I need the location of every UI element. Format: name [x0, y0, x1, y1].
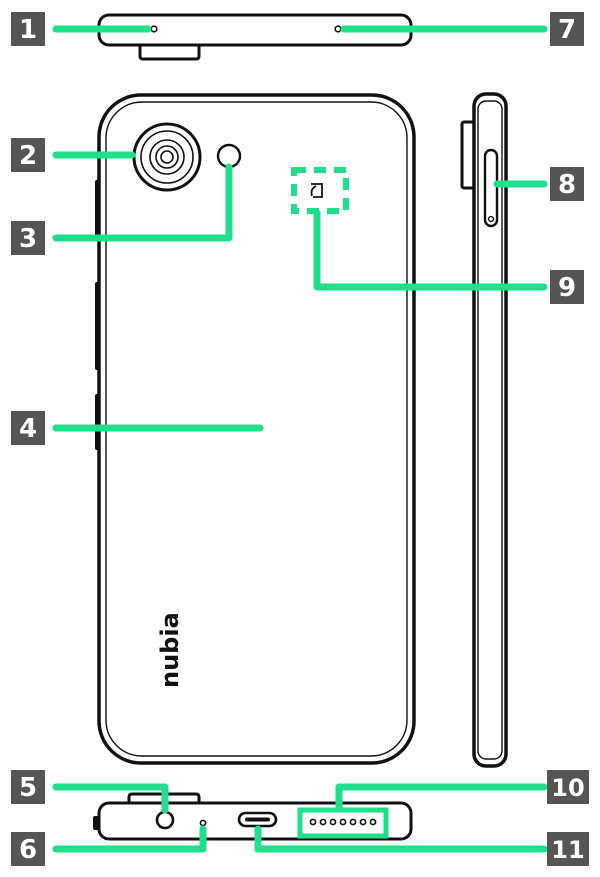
leader-5: [52, 783, 169, 814]
callout-badge-2: 2: [11, 138, 45, 172]
svg-text:3: 3: [19, 224, 37, 254]
svg-text:1: 1: [19, 15, 37, 45]
sim-card-tray: [483, 148, 499, 228]
brand-logo: nubia: [156, 612, 184, 688]
callout-badge-3: 3: [11, 221, 45, 255]
callout-badge-5: 5: [11, 770, 45, 804]
callout-badge-1: 1: [11, 12, 45, 46]
side-edge-view: [460, 92, 508, 768]
callout-badge-11: 11: [547, 832, 589, 866]
bottom-microphone-hole: [199, 819, 207, 827]
svg-text:6: 6: [19, 835, 37, 865]
leader-6: [52, 825, 207, 853]
leader-lines: [52, 25, 548, 853]
leader-10: [335, 783, 548, 812]
svg-text:7: 7: [558, 15, 576, 45]
svg-text:10: 10: [551, 774, 584, 802]
svg-text:11: 11: [551, 836, 584, 864]
callout-badge-4: 4: [11, 411, 45, 445]
svg-text:8: 8: [558, 170, 576, 200]
callout-badges: 1 2 3 4 5 6 7 8: [11, 12, 589, 866]
callout-badge-6: 6: [11, 832, 45, 866]
callout-badge-10: 10: [547, 770, 589, 804]
top-microphone-hole: [150, 25, 158, 33]
rear-camera: [132, 122, 202, 192]
top-hole-right: [334, 25, 342, 33]
speaker-highlight: [297, 807, 389, 839]
bottom-edge-view: [93, 792, 413, 841]
nfc-area-highlight: [291, 167, 349, 214]
leader-3: [52, 163, 233, 242]
callout-badge-7: 7: [550, 12, 584, 46]
top-edge-view: [97, 13, 413, 61]
callout-badge-8: 8: [550, 167, 584, 201]
nfc-icon: [310, 183, 323, 198]
leader-11: [254, 825, 548, 853]
speaker-grille: [309, 818, 377, 826]
headphone-jack: [155, 810, 175, 830]
svg-text:4: 4: [19, 414, 37, 444]
svg-text:5: 5: [19, 773, 37, 803]
callout-badge-9: 9: [550, 270, 584, 304]
leader-9: [313, 209, 548, 291]
svg-text:2: 2: [19, 141, 37, 171]
svg-text:9: 9: [558, 273, 576, 303]
